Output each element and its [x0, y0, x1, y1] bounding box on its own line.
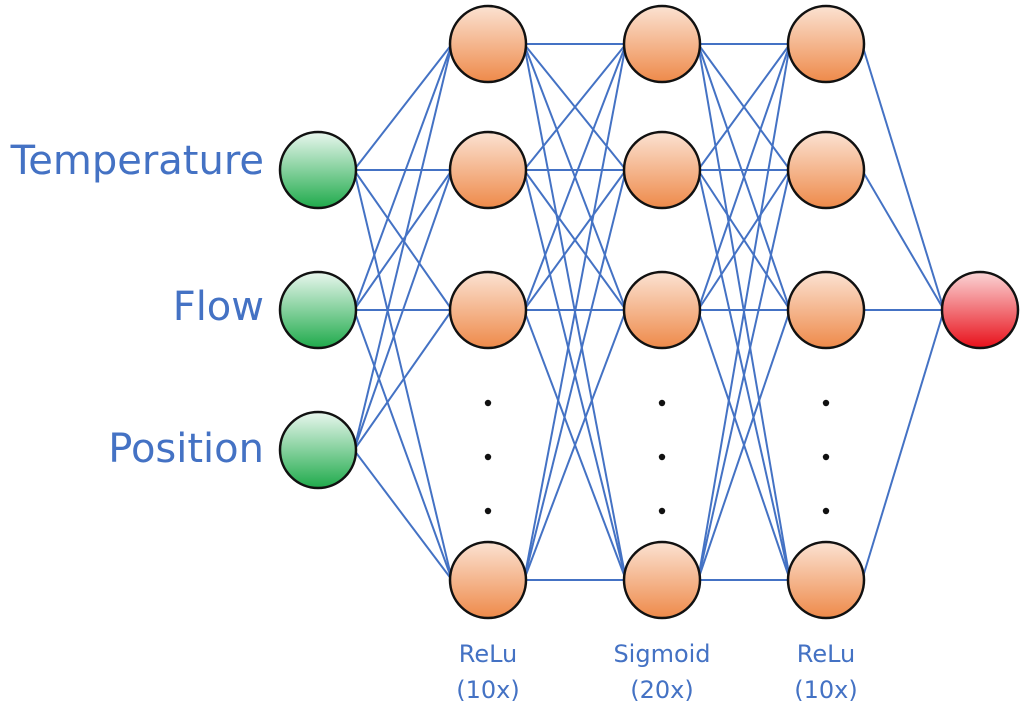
edge-input3-h1n2: [353, 169, 453, 451]
input-label-flow: Flow: [173, 284, 264, 330]
layer-1-activation-label: ReLu: [459, 640, 518, 668]
hidden-layer-1-node-1: [448, 4, 528, 84]
edge-h2n4-h3n2: [697, 169, 791, 581]
edge-h2n3-h3n1: [697, 43, 791, 311]
edge-h1n2-h2n1: [523, 43, 627, 171]
layer-3-ellipsis-dot-3: [822, 507, 830, 515]
hidden-layer-3-node-3: [786, 270, 866, 350]
edge-h2n4-h3n1: [697, 43, 791, 581]
hidden-layer-2-node-3: [622, 270, 702, 350]
edge-input3-h1n1: [353, 43, 453, 451]
hidden-layer-3-node-1: [786, 4, 866, 84]
input-node-2: [278, 270, 358, 350]
edge-input2-h1n4: [353, 309, 453, 581]
layer-2-ellipsis-dot-1: [658, 399, 666, 407]
input-label-temperature: Temperature: [10, 138, 264, 184]
layer-1-ellipsis-dot-3: [484, 507, 492, 515]
layer-2-activation-label: Sigmoid: [613, 640, 710, 668]
edge-h3n1-output: [861, 43, 945, 311]
layer-1-count-label: (10x): [456, 676, 519, 704]
layer-3-activation-label: ReLu: [797, 640, 856, 668]
edge-h1n4-h2n2: [523, 169, 627, 581]
layer-labels: ReLu (10x) Sigmoid (20x) ReLu (10x): [456, 640, 857, 704]
layer-3-ellipsis-dot-2: [822, 453, 830, 461]
layer-3-ellipsis-dot-1: [822, 399, 830, 407]
layer-1-ellipsis-dot-1: [484, 399, 492, 407]
output-node: [940, 270, 1020, 350]
input-label-position: Position: [108, 426, 264, 472]
edge-h2n3-h3n2: [697, 169, 791, 311]
layer-2-ellipsis-dot-3: [658, 507, 666, 515]
edge-h3n4-output: [861, 309, 945, 581]
edge-input3-h1n3: [353, 309, 453, 451]
input-labels: Temperature Flow Position: [10, 138, 264, 472]
hidden-layer-2-node-4: [622, 540, 702, 620]
hidden-layer-1-node-3: [448, 270, 528, 350]
input-node-1: [278, 130, 358, 210]
nodes: [278, 4, 1020, 620]
hidden-layer-3-node-4: [786, 540, 866, 620]
input-node-3: [278, 410, 358, 490]
connections: [353, 43, 945, 581]
edge-h3n2-output: [861, 169, 945, 311]
hidden-layer-2-node-2: [622, 130, 702, 210]
edge-input1-h1n4: [353, 169, 453, 581]
hidden-layer-1-node-2: [448, 130, 528, 210]
edge-h1n4-h2n1: [523, 43, 627, 581]
edge-h1n3-h2n2: [523, 169, 627, 311]
edge-input2-h1n2: [353, 169, 453, 311]
edge-input3-h1n4: [353, 449, 453, 581]
hidden-layer-1-node-4: [448, 540, 528, 620]
hidden-layer-3-node-2: [786, 130, 866, 210]
edge-h1n4-h2n3: [523, 309, 627, 581]
edge-input2-h1n1: [353, 43, 453, 311]
edge-h2n2-h3n1: [697, 43, 791, 171]
ellipsis-dots: [484, 399, 830, 515]
layer-2-count-label: (20x): [630, 676, 693, 704]
hidden-layer-2-node-1: [622, 4, 702, 84]
layer-2-ellipsis-dot-2: [658, 453, 666, 461]
layer-1-ellipsis-dot-2: [484, 453, 492, 461]
layer-3-count-label: (10x): [794, 676, 857, 704]
edge-h2n4-h3n3: [697, 309, 791, 581]
edge-input1-h1n1: [353, 43, 453, 171]
edge-h1n3-h2n1: [523, 43, 627, 311]
